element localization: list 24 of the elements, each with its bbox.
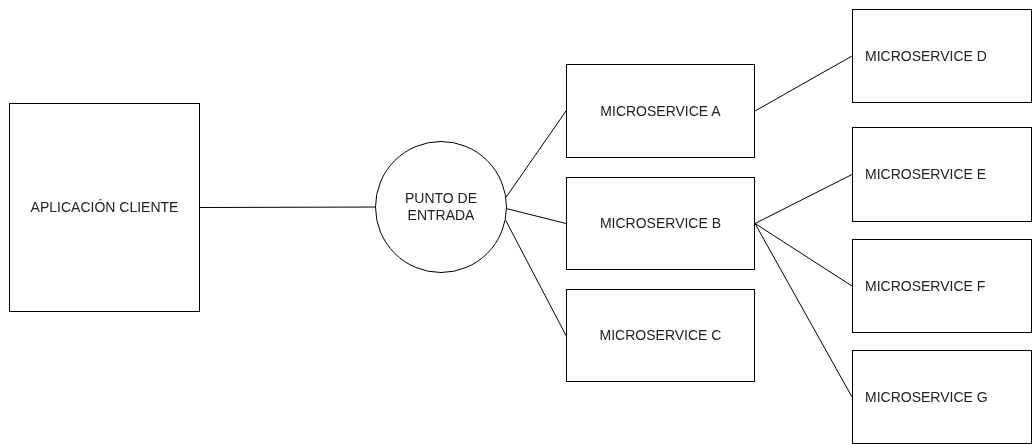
connector-line <box>754 55 853 112</box>
connector-line <box>505 110 567 198</box>
node-label: MICROSERVICE E <box>864 166 988 183</box>
connector-line <box>754 223 853 398</box>
node-label: MICROSERVICE D <box>864 47 988 65</box>
connector-line <box>754 223 853 287</box>
connector-line <box>754 174 853 224</box>
service-box <box>566 177 755 270</box>
node-label: MICROSERVICE A <box>599 102 722 120</box>
service-box <box>566 289 755 382</box>
node-label: MICROSERVICE F <box>864 277 987 295</box>
connector-line <box>506 208 567 224</box>
service-box <box>852 9 1032 103</box>
service-box <box>566 64 755 158</box>
service-box <box>9 103 200 312</box>
service-box <box>852 350 1032 444</box>
node-label: APLICACIÓN CLIENTE <box>29 199 180 216</box>
service-box <box>852 127 1032 222</box>
connector-line <box>199 206 376 208</box>
node-label: MICROSERVICE G <box>864 388 989 406</box>
node-label: MICROSERVICE B <box>598 215 723 232</box>
node-label: MICROSERVICE C <box>598 327 723 344</box>
service-box <box>852 239 1032 333</box>
node-label: PUNTO DE ENTRADA <box>403 190 479 224</box>
